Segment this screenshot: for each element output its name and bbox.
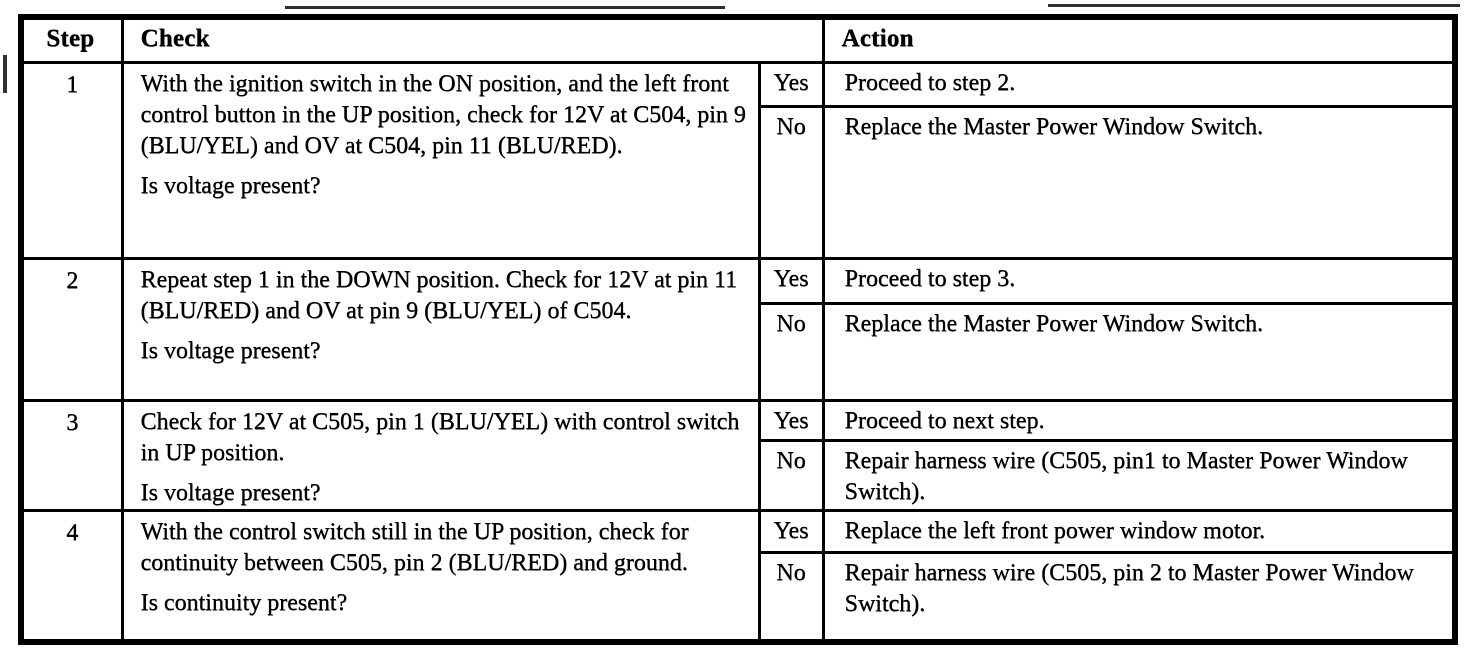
check-question: Is voltage present? (140, 479, 321, 506)
scan-artifact (3, 55, 7, 93)
step-number: 2 (19, 256, 124, 402)
check-question: Is voltage present? (140, 172, 321, 199)
check-question: Is continuity present? (140, 589, 348, 616)
table-row: 1 With the ignition switch in the ON pos… (19, 60, 1457, 260)
check-cell: Repeat step 1 in the DOWN position. Chec… (120, 256, 761, 402)
step-column-header: Step (19, 15, 124, 64)
table-row: No Repair harness wire (C505, pin1 to Ma… (21, 438, 1457, 512)
check-text: With the ignition switch in the ON posit… (140, 70, 746, 159)
table-row: No Replace the Master Power Window Switc… (21, 301, 1457, 402)
yes-action: Proceed to step 2. (821, 60, 1457, 108)
step-number: 3 (19, 398, 124, 512)
table-row: 2 Repeat step 1 in the DOWN position. Ch… (19, 256, 1457, 402)
yes-label: Yes (757, 256, 825, 305)
no-action: Repair harness wire (C505, pin1 to Maste… (821, 438, 1457, 512)
check-text: Repeat step 1 in the DOWN position. Chec… (140, 266, 738, 324)
yes-action: Replace the left front power window moto… (821, 508, 1457, 554)
troubleshooting-table: Step Check Action 1 With the ignition sw… (18, 14, 1458, 645)
table-row: 3 Check for 12V at C505, pin 1 (BLU/YEL)… (19, 398, 1457, 512)
step-number: 4 (19, 508, 124, 644)
no-label: No (757, 104, 825, 260)
yes-label: Yes (757, 508, 825, 554)
no-action: Repair harness wire (C505, pin 2 to Mast… (821, 550, 1457, 644)
table-row: No Replace the Master Power Window Switc… (21, 104, 1457, 260)
check-cell: With the ignition switch in the ON posit… (120, 60, 761, 260)
yes-label: Yes (757, 398, 825, 442)
check-text: With the control switch still in the UP … (140, 518, 689, 576)
table-header-row: Step Check Action (19, 15, 1457, 64)
scan-artifact (1048, 4, 1460, 7)
no-label: No (757, 301, 825, 402)
yes-label: Yes (757, 60, 825, 108)
no-label: No (757, 550, 825, 644)
table-row: 4 With the control switch still in the U… (19, 508, 1457, 644)
action-column-header: Action (821, 15, 1457, 64)
table-row: No Repair harness wire (C505, pin 2 to M… (21, 550, 1457, 644)
check-text: Check for 12V at C505, pin 1 (BLU/YEL) w… (140, 408, 740, 466)
step-number: 1 (19, 60, 124, 260)
check-cell: With the control switch still in the UP … (120, 508, 761, 644)
no-label: No (757, 438, 825, 512)
yes-action: Proceed to step 3. (821, 256, 1457, 305)
no-action: Replace the Master Power Window Switch. (821, 301, 1457, 402)
no-action: Replace the Master Power Window Switch. (821, 104, 1457, 260)
check-question: Is voltage present? (140, 337, 321, 364)
check-column-header: Check (120, 15, 825, 64)
scan-artifact (285, 6, 725, 9)
check-cell: Check for 12V at C505, pin 1 (BLU/YEL) w… (120, 398, 761, 512)
yes-action: Proceed to next step. (821, 398, 1457, 442)
